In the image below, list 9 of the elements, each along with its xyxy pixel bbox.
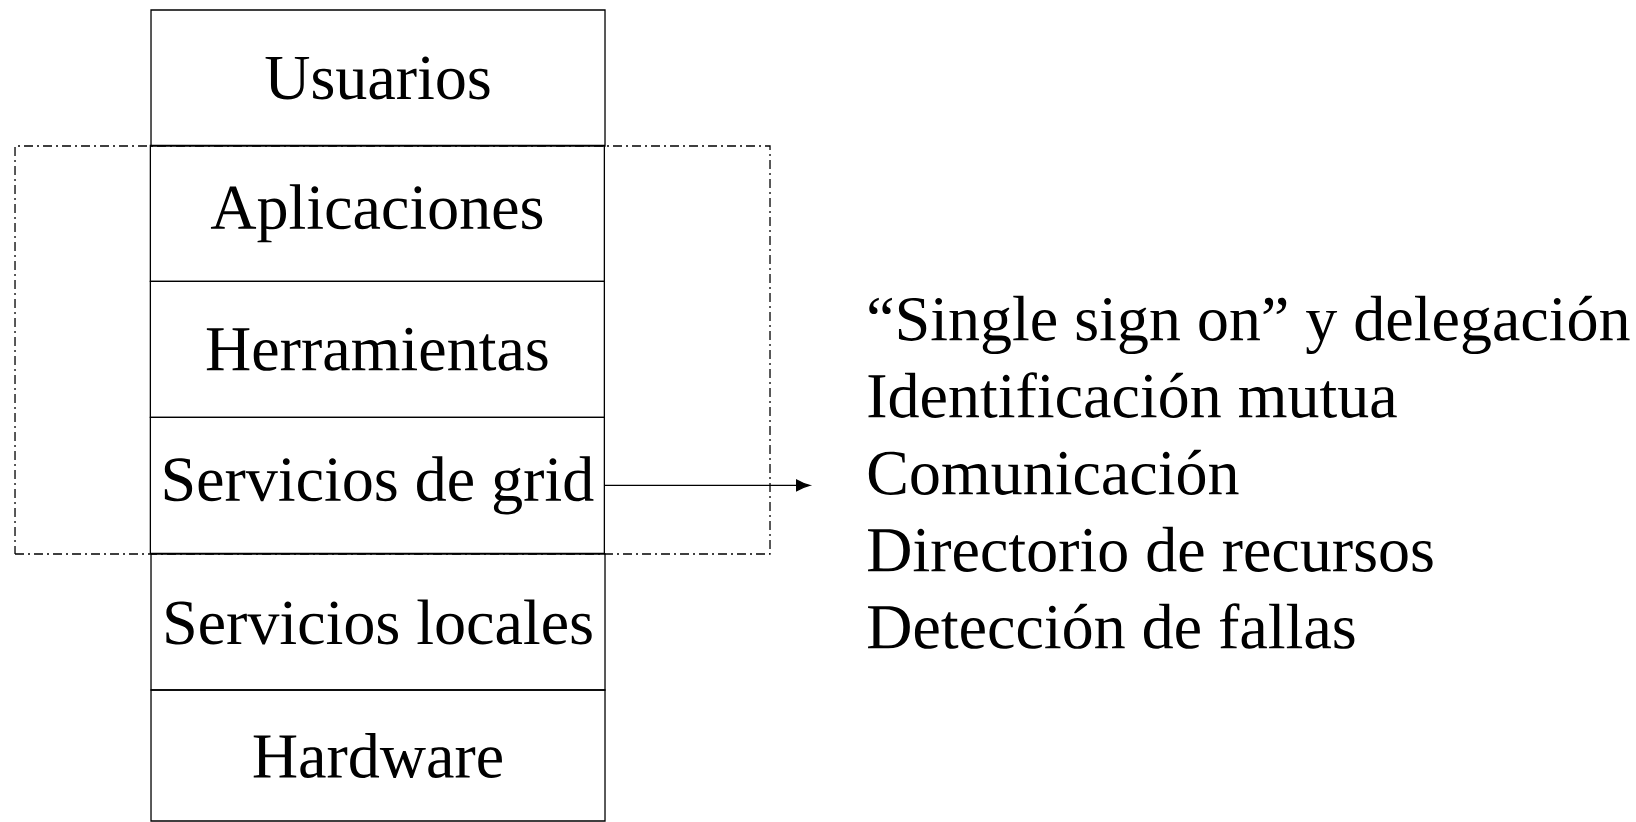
dashed-frame [14,145,771,555]
layer-box: Aplicaciones [149,144,605,282]
layer-box: Hardware [150,689,606,822]
arrow [604,479,811,492]
layer-box: Herramientas [149,280,605,418]
text-list: “Single sign on” y delegación Identificación mutua Comunicación Directorio de recursos Detección de fallas [868,295,1630,649]
layer-box: Servicios de grid [149,416,605,554]
layer-box: Usuarios [150,9,606,147]
layer-box: Servicios locales [150,553,606,691]
